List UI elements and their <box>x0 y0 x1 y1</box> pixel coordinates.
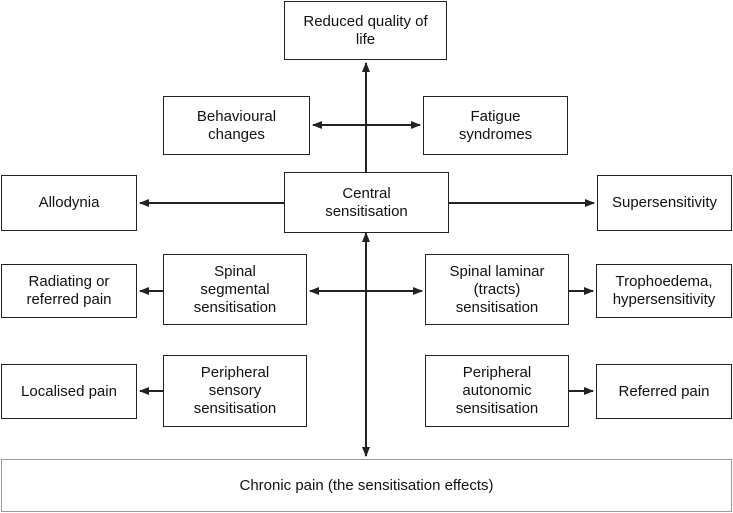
node-peripheral-autonomic-sensitisation: Peripheral autonomic sensitisation <box>425 355 569 427</box>
node-spinal-segmental-sensitisation: Spinal segmental sensitisation <box>163 254 307 325</box>
node-behavioural-changes: Behavioural changes <box>163 96 310 155</box>
node-allodynia: Allodynia <box>1 175 137 231</box>
node-radiating-or-referred-pain: Radiating or referred pain <box>1 264 137 318</box>
node-referred-pain: Referred pain <box>596 364 732 419</box>
node-chronic-pain: Chronic pain (the sensitisation effects) <box>1 459 732 512</box>
node-spinal-laminar-sensitisation: Spinal laminar (tracts) sensitisation <box>425 254 569 325</box>
node-fatigue-syndromes: Fatigue syndromes <box>423 96 568 155</box>
node-peripheral-sensory-sensitisation: Peripheral sensory sensitisation <box>163 355 307 427</box>
node-central-sensitisation: Central sensitisation <box>284 172 449 233</box>
node-trophoedema-hypersensitivity: Trophoedema, hypersensitivity <box>596 264 732 318</box>
node-supersensitivity: Supersensitivity <box>597 175 732 231</box>
node-reduced-quality-of-life: Reduced quality of life <box>284 1 447 60</box>
node-localised-pain: Localised pain <box>1 364 137 419</box>
